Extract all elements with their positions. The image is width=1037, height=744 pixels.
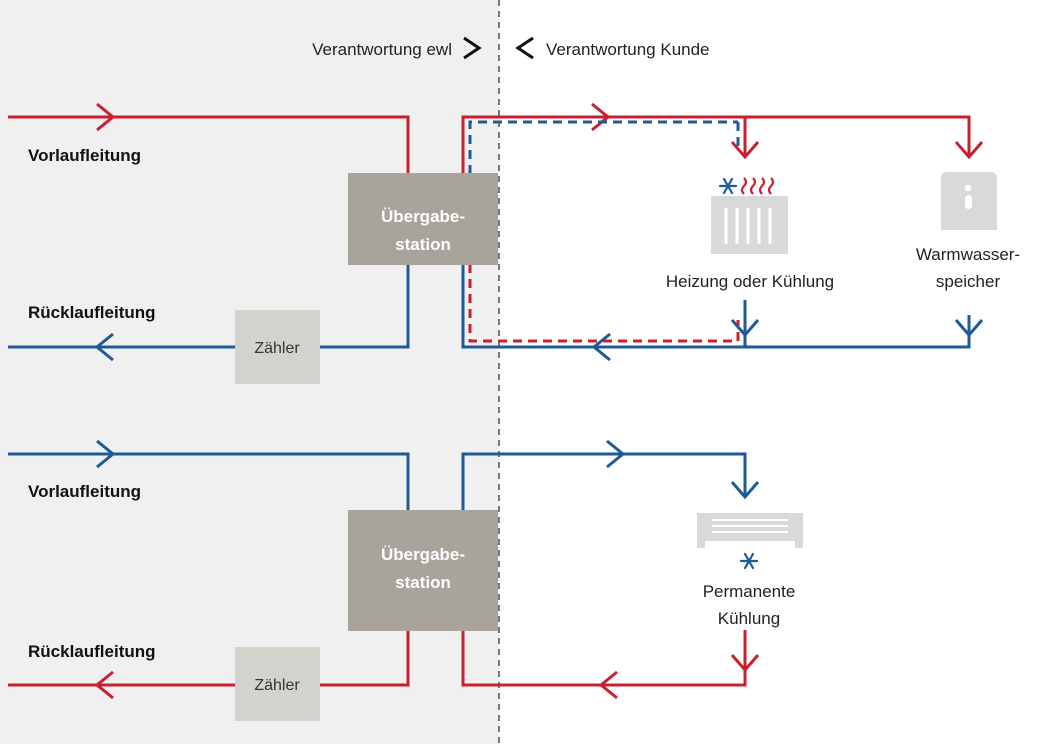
flow-arrow-icon [94,670,114,700]
transfer-station [348,510,498,631]
meter-label: Zähler [254,340,300,357]
chevron-right-icon [463,36,482,60]
flow-arrow-icon [954,141,984,160]
cooling-unit-icon [697,513,803,548]
supply-pipe [8,115,410,175]
flow-arrow-icon [730,319,760,338]
consumer-cooling-label-line1: Permanente [703,582,796,601]
consumer-cooling-label-line2: Kühlung [718,609,780,628]
flow-arrow-icon [730,654,760,673]
responsibility-ewl-label: Verantwortung ewl [312,40,452,59]
consumer-heating-label: Heizung oder Kühlung [666,272,834,291]
flow-arrow-icon [591,332,611,362]
return-line-label: Rücklaufleitung [28,303,156,322]
supply-line-label: Vorlaufleitung [28,482,141,501]
supply-pipe [8,452,410,512]
meter-box [235,647,320,721]
flow-arrow-icon [730,481,760,500]
responsibility-customer-label: Verantwortung Kunde [546,40,710,59]
flow-arrow-icon [96,102,116,132]
snowflake-icon [718,177,738,195]
chevron-left-icon [515,36,534,60]
consumer-hotwater-label-line2: speicher [936,272,1001,291]
return-line-label: Rücklaufleitung [28,642,156,661]
heating-mode-loop-dashed [468,264,740,343]
snowflake-icon [739,552,759,570]
customer-supply-pipe [461,115,971,175]
consumer-hotwater-label-line1: Warmwasser- [916,245,1020,264]
radiator-icon [711,196,788,254]
system-bottom: Vorlaufleitung Rücklaufleitung Zähler Üb… [8,439,803,721]
flow-arrow-icon [591,102,611,132]
water-heater-icon [941,172,997,230]
system-top: Vorlaufleitung Rücklaufleitung Zähler Üb… [8,102,1020,384]
return-pipe [8,630,410,687]
cooling-mode-loop-dashed [468,120,738,264]
transfer-station [348,173,498,265]
station-label-line2: station [395,235,451,254]
meter-box [235,310,320,384]
flow-arrow-icon [606,439,626,469]
return-pipe [8,264,410,349]
heat-waves-icon [740,177,775,195]
flow-arrow-icon [96,439,116,469]
flow-arrow-icon [954,319,984,338]
station-label-line2: station [395,573,451,592]
flow-arrow-icon [94,332,114,362]
customer-return-pipe [461,264,971,349]
station-label-line1: Übergabe- [381,207,465,226]
supply-line-label: Vorlaufleitung [28,146,141,165]
flow-arrow-icon [598,670,618,700]
customer-return-pipe [461,630,747,687]
meter-label: Zähler [254,677,300,694]
customer-supply-pipe [461,452,747,512]
station-label-line1: Übergabe- [381,545,465,564]
flow-arrow-icon [730,141,760,160]
